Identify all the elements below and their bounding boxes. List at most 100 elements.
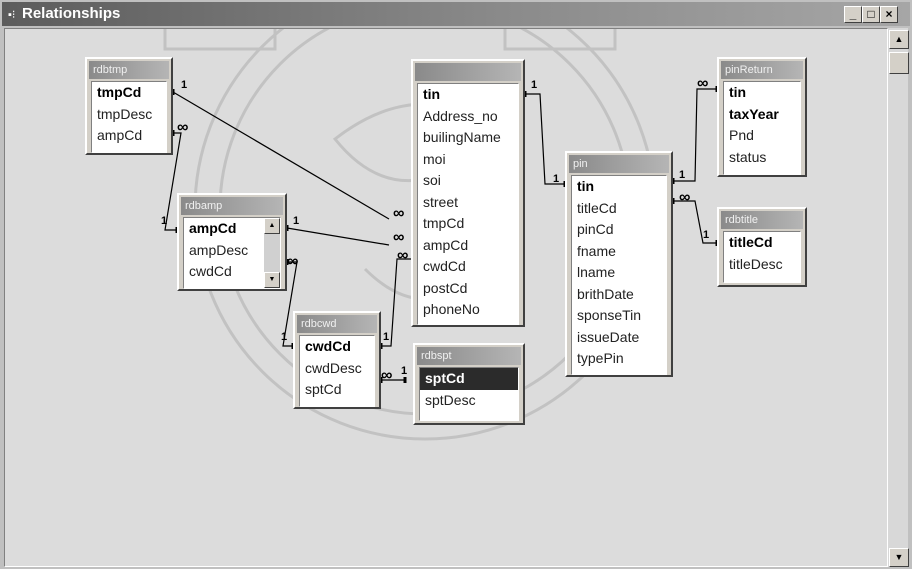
field-tmpcd[interactable]: tmpCd <box>97 84 142 100</box>
field-typepin[interactable]: typePin <box>577 350 624 366</box>
table-title[interactable] <box>415 63 521 81</box>
field-tmpdesc[interactable]: tmpDesc <box>97 105 153 122</box>
cardinality-one: 1 <box>293 215 300 227</box>
field-list[interactable]: tmpCd tmpDesc ampCd <box>91 81 167 153</box>
field-pnd[interactable]: Pnd <box>729 127 754 143</box>
cardinality-one: 1 <box>679 169 686 181</box>
relationship-line <box>172 91 390 220</box>
field-builingname[interactable]: builingName <box>423 129 501 145</box>
cardinality-many: ∞ <box>393 229 405 246</box>
field-sptcd[interactable]: sptCd <box>305 381 342 397</box>
scroll-down-icon[interactable]: ▼ <box>264 272 280 288</box>
table-title[interactable]: pinReturn <box>721 61 803 79</box>
window-title: Relationships <box>22 5 121 22</box>
field-tin[interactable]: tin <box>729 84 747 100</box>
field-status[interactable]: status <box>729 148 767 165</box>
table-title[interactable]: pin <box>569 155 669 173</box>
vertical-scrollbar[interactable]: ▲ ▼ <box>888 28 909 567</box>
field-phoneno[interactable]: phoneNo <box>423 301 480 317</box>
field-list[interactable]: titleCd titleDesc <box>723 231 801 283</box>
title-bar[interactable]: ▪⁝ Relationships _ □ × <box>2 2 910 26</box>
minimize-button[interactable]: _ <box>844 6 862 23</box>
field-brithdate[interactable]: brithDate <box>577 285 634 302</box>
relationship-line <box>525 93 565 185</box>
field-ampcd[interactable]: ampCd <box>423 236 469 253</box>
field-fname[interactable]: fname <box>577 242 616 259</box>
field-list-scrollbar[interactable]: ▲ ▼ <box>264 218 280 288</box>
field-list[interactable]: tin titleCd pinCd fname lname brithDate sponse… <box>571 175 667 375</box>
cardinality-one: 1 <box>553 173 560 185</box>
relationship-lines <box>164 86 719 383</box>
cardinality-one: 1 <box>281 331 288 343</box>
field-tmpcd[interactable]: tmpCd <box>423 215 465 231</box>
table-rdbtmp[interactable]: rdbtmp tmpCd tmpDesc ampCd <box>85 57 173 155</box>
cardinality-one: 1 <box>181 79 188 91</box>
cardinality-many: ∞ <box>397 247 409 264</box>
table-title[interactable]: rdbamp <box>181 197 283 215</box>
field-tin[interactable]: tin <box>577 178 595 194</box>
field-cwdcd[interactable]: cwdCd <box>305 338 351 354</box>
field-issuedate[interactable]: issueDate <box>577 328 640 345</box>
table-title[interactable]: rdbtitle <box>721 211 803 229</box>
table-title[interactable]: rdbcwd <box>297 315 377 333</box>
table-rdbtitle[interactable]: rdbtitle titleCd titleDesc <box>717 207 807 287</box>
table-title[interactable]: rdbspt <box>417 347 521 365</box>
relationship-line <box>673 88 717 182</box>
field-ampdesc[interactable]: ampDesc <box>189 241 249 258</box>
cardinality-many: ∞ <box>679 189 691 206</box>
relationship-line <box>673 200 717 244</box>
cardinality-many: ∞ <box>381 367 393 384</box>
field-ampcd[interactable]: ampCd <box>97 127 143 143</box>
field-list[interactable]: ampCd ampDesc cwdCd ▲ ▼ <box>183 217 281 289</box>
relationships-icon: ▪⁝ <box>8 9 16 21</box>
field-pincd[interactable]: pinCd <box>577 221 614 237</box>
cardinality-one: 1 <box>401 365 408 377</box>
field-ampcd[interactable]: ampCd <box>189 220 237 236</box>
field-street[interactable]: street <box>423 193 459 210</box>
cardinality-one: 1 <box>703 229 710 241</box>
table-title[interactable]: rdbtmp <box>89 61 169 79</box>
field-cwdcd[interactable]: cwdCd <box>423 258 466 274</box>
field-titlecd[interactable]: titleCd <box>577 199 617 216</box>
scroll-down-icon[interactable]: ▼ <box>889 548 909 567</box>
field-postcd[interactable]: postCd <box>423 279 468 296</box>
field-cwddesc[interactable]: cwdDesc <box>305 359 362 376</box>
maximize-button[interactable]: □ <box>862 6 880 23</box>
table-pin[interactable]: pin tin titleCd pinCd fname lname brithDate sp… <box>565 151 673 377</box>
field-tin[interactable]: tin <box>423 86 441 102</box>
field-sptdesc[interactable]: sptDesc <box>425 391 476 408</box>
cardinality-one: 1 <box>531 79 538 91</box>
table-rdbcwd[interactable]: rdbcwd cwdCd cwdDesc sptCd <box>293 311 381 409</box>
field-address-no[interactable]: Address_no <box>423 107 498 124</box>
scroll-up-icon[interactable]: ▲ <box>264 218 280 234</box>
scroll-up-icon[interactable]: ▲ <box>889 30 909 49</box>
scrollbar-thumb[interactable] <box>889 52 909 74</box>
field-cwdcd[interactable]: cwdCd <box>189 263 232 279</box>
field-moi[interactable]: moi <box>423 150 446 167</box>
field-soi[interactable]: soi <box>423 172 441 188</box>
cardinality-many: ∞ <box>177 119 189 136</box>
cardinality-one: 1 <box>161 215 168 227</box>
field-sptcd[interactable]: sptCd <box>420 368 518 390</box>
cardinality-many: ∞ <box>697 75 709 92</box>
cardinality-many: ∞ <box>287 253 299 270</box>
field-list[interactable]: cwdCd cwdDesc sptCd <box>299 335 375 407</box>
field-sponsetin[interactable]: sponseTin <box>577 307 642 323</box>
field-lname[interactable]: lname <box>577 264 616 280</box>
relationship-line <box>381 258 411 347</box>
relationships-canvas[interactable]: 1 ∞ 1 ∞ 1 ∞ ∞ 1 1 ∞ ∞ 1 1 1 ∞ 1 ∞ 1 rdbt… <box>4 28 888 567</box>
table-rdbamp[interactable]: rdbamp ampCd ampDesc cwdCd ▲ ▼ <box>177 193 287 291</box>
cardinality-many: ∞ <box>393 205 405 222</box>
relationship-line <box>164 132 182 231</box>
field-titlecd[interactable]: titleCd <box>729 234 773 250</box>
close-button[interactable]: × <box>880 6 898 23</box>
field-titledesc[interactable]: titleDesc <box>729 255 783 272</box>
field-taxyear[interactable]: taxYear <box>729 105 779 122</box>
